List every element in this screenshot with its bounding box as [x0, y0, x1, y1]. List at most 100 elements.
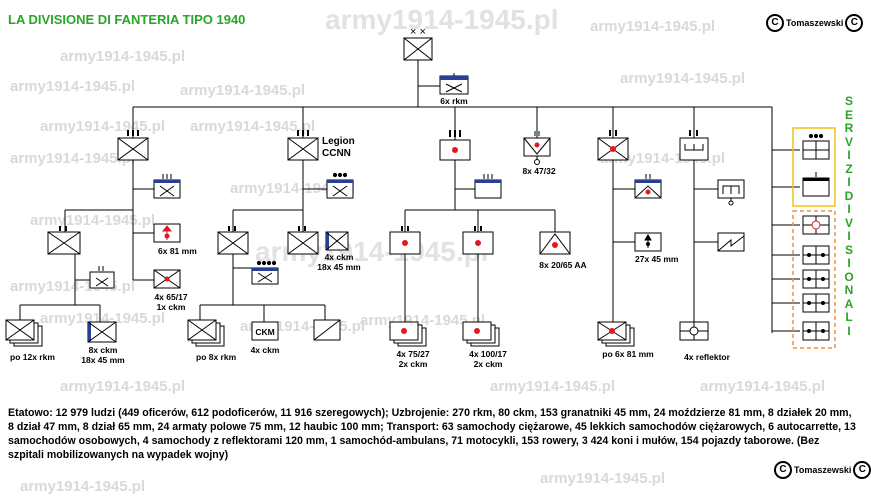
mg-company-label: 8x ckm 18x 45 mm: [81, 345, 124, 365]
side-letter: I: [847, 148, 851, 162]
grenade-company-label: 27x 45 mm: [635, 254, 679, 264]
rifle-companies-label: po 12x rkm: [10, 352, 55, 362]
side-letter: I: [847, 202, 851, 216]
side-letter: S: [844, 242, 853, 257]
watermark: army1914-1945.pl: [60, 378, 186, 395]
ccnn-mg-company-symbol: [325, 231, 349, 251]
regiment-hq-company-symbol: [153, 174, 181, 199]
transport-unit-symbol: [802, 172, 830, 197]
division-summary: Etatowo: 12 979 ludzi (449 oficerów, 612…: [8, 407, 856, 461]
legion-name: Legion: [322, 136, 355, 147]
watermark: army1914-1945.pl: [40, 310, 166, 327]
mortar-companies-label: po 6x 81 mm: [602, 349, 654, 359]
ccnn-mg-label: 4x ckm 18x 45 mm: [317, 252, 360, 272]
ccnn-ckm-platoon-symbol: [251, 321, 279, 341]
mortar-company-label: 6x 81 mm: [158, 246, 197, 256]
mortar-company-symbol: [153, 223, 181, 243]
side-letter: I: [847, 229, 851, 243]
artillery-batteries-100-symbol: [462, 321, 500, 347]
side-letter: I: [847, 175, 851, 189]
searchlight-section-symbol: [679, 321, 709, 341]
supply-unit-symbol: [802, 321, 830, 341]
div-hq-label: 6x rkm: [440, 96, 468, 106]
side-letter: O: [844, 269, 854, 284]
side-letter: S: [844, 94, 853, 108]
side-letter: E: [844, 107, 853, 122]
mg-company-line: 8x ckm: [88, 345, 118, 355]
copyright-icon: C: [774, 461, 792, 479]
copyright-author: Tomaszewski: [794, 465, 852, 475]
copyright-icon: C: [766, 14, 784, 32]
rifle-companies-symbol: [5, 319, 43, 347]
infantry-battalion-symbol: [47, 226, 81, 255]
artillery-hq-battery-symbol: [474, 174, 502, 199]
copyright-icon: C: [853, 461, 871, 479]
engineer-battalion-symbol: [679, 130, 709, 161]
watermark: army1914-1945.pl: [10, 150, 136, 167]
side-letter: L: [845, 310, 853, 324]
grenade-launcher-company-symbol: [634, 232, 662, 252]
side-letter: A: [844, 296, 854, 311]
mortar-battalion-hq-symbol: [634, 174, 662, 199]
aa-battery-symbol: [539, 231, 571, 255]
infantry-gun-label: 4x 65/17 1x ckm: [154, 292, 187, 312]
connector-lines: [19, 60, 800, 333]
services-yellow-frame: [792, 127, 836, 207]
artillery-75-line: 4x 75/27: [396, 349, 430, 359]
services-side-label: S E R V I Z I D I V I S I O N A L I: [842, 94, 856, 338]
diagram-title: LA DIVISIONE DI FANTERIA TIPO 1940: [8, 12, 246, 27]
ccnn-name: CCNN: [322, 148, 351, 159]
side-letter: V: [844, 134, 853, 149]
watermark: army1914-1945.pl: [30, 212, 156, 229]
ccnn-legion-symbol: [287, 130, 319, 161]
watermark: army1914-1945.pl: [20, 478, 146, 495]
artillery-100-label: 4x 100/17 2x ckm: [469, 349, 507, 369]
medical-unit-symbol: [802, 215, 830, 235]
watermark: army1914-1945.pl: [60, 48, 186, 65]
infantry-gun-line: 1x ckm: [156, 302, 186, 312]
side-letter: N: [844, 283, 854, 297]
artillery-75-line: 2x ckm: [398, 359, 428, 369]
side-letter: R: [844, 121, 854, 135]
ccnn-rifle-companies-symbol: [187, 319, 225, 347]
copyright-icon: C: [845, 14, 864, 32]
watermark: army1914-1945.pl: [590, 18, 716, 35]
ccnn-support-symbol: [313, 319, 341, 341]
engineer-company-symbol: [717, 232, 745, 252]
watermark: army1914-1945.pl: [190, 118, 316, 135]
infantry-gun-battery-symbol: [153, 269, 181, 289]
infantry-gun-line: 4x 65/17: [154, 292, 188, 302]
mg-company-line: 18x 45 mm: [81, 355, 125, 365]
anti-tank-company-symbol: [523, 131, 551, 165]
copyright-mark: C Tomaszewski C: [774, 461, 871, 479]
artillery-100-line: 4x 100/17: [469, 349, 507, 359]
battalion-hq-symbol: [89, 266, 115, 289]
supply-unit-symbol: [802, 245, 830, 265]
side-letter: I: [847, 256, 851, 270]
ccnn-battalion-symbol: [287, 226, 319, 255]
artillery-battalion-100-symbol: [462, 226, 494, 255]
side-letter: V: [844, 215, 853, 230]
services-orange-frame: [792, 210, 836, 349]
infantry-regiment-symbol: [117, 130, 149, 161]
side-letter: I: [847, 323, 851, 338]
watermark: army1914-1945.pl: [700, 378, 826, 395]
watermark: army1914-1945.pl: [10, 78, 136, 95]
ccnn-mg-line: 18x 45 mm: [317, 262, 361, 272]
watermark: army1914-1945.pl: [180, 82, 306, 99]
legion-hq-company-symbol: [326, 172, 354, 199]
supply-unit-symbol: [802, 293, 830, 313]
artillery-batteries-75-symbol: [389, 321, 427, 347]
ccnn-rifle-companies-label: po 8x rkm: [196, 352, 237, 362]
watermark: army1914-1945.pl: [230, 180, 356, 197]
signal-company-symbol: [717, 179, 745, 206]
mg-company-symbol: [87, 321, 117, 343]
service-unit-symbol: [802, 133, 830, 160]
mortar-companies-symbol: [597, 321, 635, 347]
copyright-author: Tomaszewski: [786, 18, 844, 28]
artillery-regiment-symbol: [439, 130, 471, 161]
side-letter: D: [844, 188, 854, 203]
svg-text:× ×: × ×: [410, 26, 426, 38]
ccnn-battalion-symbol: [217, 226, 249, 255]
